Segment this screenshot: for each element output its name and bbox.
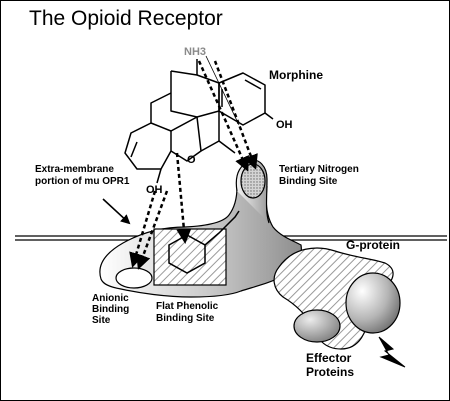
morphine-label: Morphine	[269, 68, 323, 82]
tertiary-nitrogen-binding-site	[240, 163, 266, 199]
tertiary-label-1: Tertiary Nitrogen	[279, 164, 359, 175]
morphine-molecule	[124, 59, 274, 184]
oh-right-label: OH	[276, 119, 293, 131]
gprotein-label: G-protein	[346, 238, 400, 252]
flat-phenolic-label-2: Binding Site	[156, 313, 215, 324]
extra-membrane-label-1: Extra-membrane	[35, 164, 114, 175]
flat-phenolic-label-1: Flat Phenolic	[156, 301, 219, 312]
extra-membrane-label-2: portion of mu OPR1	[35, 176, 130, 187]
effector-label-1: Effector	[306, 351, 352, 365]
o-bridge-label: O	[187, 154, 196, 166]
oh-left-label: OH	[146, 184, 163, 196]
effector-label-2: Proteins	[306, 365, 354, 379]
tertiary-label-2: Binding Site	[279, 176, 338, 187]
effector-sphere-large	[345, 272, 401, 334]
anionic-binding-site	[115, 267, 153, 289]
lightning-bolt-icon	[378, 336, 406, 368]
nh3-label: NH3	[184, 46, 206, 58]
anionic-label-1: Anionic	[92, 293, 129, 304]
extra-membrane-arrow	[102, 198, 131, 225]
anionic-label-3: Site	[92, 315, 111, 326]
effector-ellipse-small	[293, 309, 341, 343]
diagram-title: The Opioid Receptor	[29, 7, 223, 30]
anionic-label-2: Binding	[92, 304, 129, 315]
interaction-arrows	[129, 60, 258, 270]
